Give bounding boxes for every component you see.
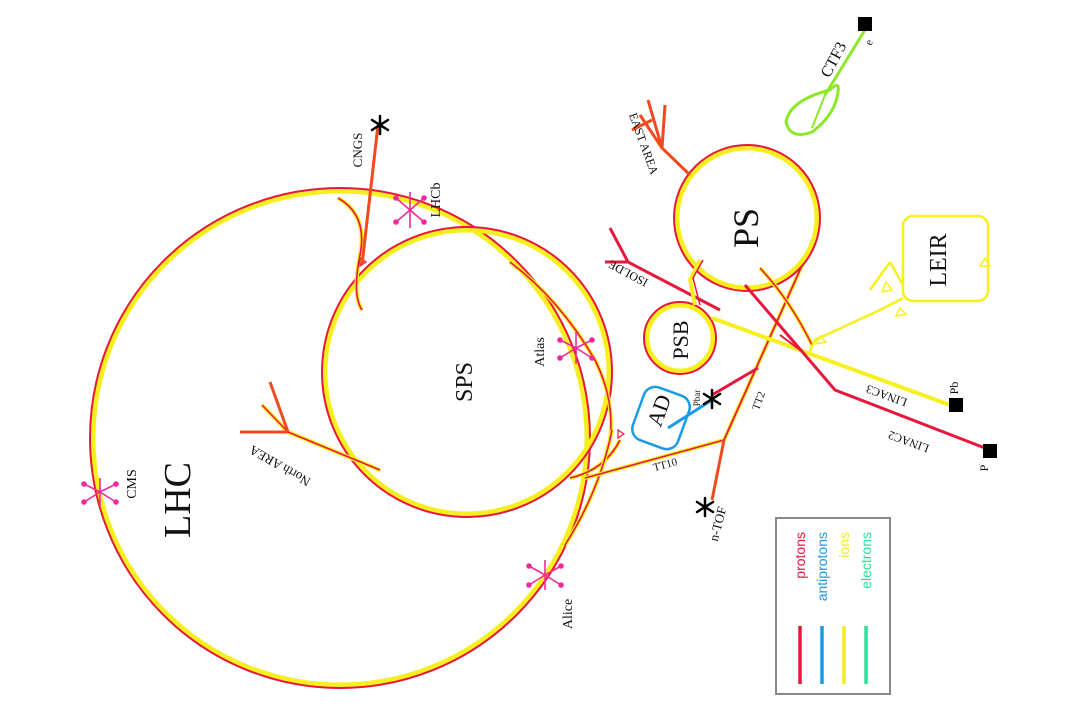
legend-frame — [775, 517, 891, 695]
sps-ring — [321, 226, 613, 518]
lhcb-detector-icon — [393, 192, 427, 228]
legend-label-ions: ions — [836, 532, 852, 558]
pb-source-marker — [949, 398, 963, 412]
leir-ring — [806, 214, 992, 356]
cngs-label: CNGS — [350, 133, 365, 168]
atlas-detector-icon — [557, 332, 595, 364]
tt10-transfer-line — [584, 438, 725, 480]
ps-label: PS — [726, 208, 766, 248]
e-label: e — [863, 38, 876, 48]
pbar-target-star — [702, 388, 722, 410]
sps-label: SPS — [452, 362, 478, 402]
psb-label: PSB — [668, 320, 693, 359]
tt2-transfer-line — [710, 251, 810, 501]
pb-label: Pb — [947, 382, 961, 395]
cms-detector-icon — [81, 478, 119, 506]
pbar-label: Pbar — [692, 390, 702, 407]
tt2-label: TT2 — [750, 390, 768, 412]
north-area-beamline — [240, 381, 381, 472]
cms-label: CMS — [125, 469, 140, 499]
ad-label: AD — [642, 391, 676, 429]
legend: protons antiprotons ions electrons — [775, 517, 891, 695]
cngs-beamline — [360, 124, 380, 266]
p-label: P — [977, 464, 991, 471]
east-area-beamline — [631, 99, 692, 177]
linac-lines — [687, 259, 991, 452]
lhc-label: LHC — [157, 462, 199, 538]
lhcb-label: LHCb — [429, 183, 444, 218]
north-area-label: North AREA — [246, 442, 313, 489]
isolde-beamline — [605, 227, 721, 312]
psb-ring — [643, 301, 717, 375]
ntof-target-star — [695, 496, 715, 518]
lhc-sps-junction-lines — [336, 196, 626, 547]
legend-label-protons: protons — [792, 532, 808, 579]
east-area-label: EAST AREA — [626, 111, 661, 177]
e-source-marker — [858, 17, 872, 31]
legend-label-electrons: electrons — [858, 532, 874, 589]
leir-label: LEIR — [926, 233, 952, 286]
alice-detector-icon — [526, 560, 564, 590]
atlas-label: Atlas — [533, 337, 548, 367]
legend-label-antiprotons: antiprotons — [814, 532, 830, 601]
p-source-marker — [983, 444, 997, 458]
ctf3-loop — [784, 24, 870, 136]
cngs-target-star — [370, 114, 390, 136]
alice-label: Alice — [561, 599, 576, 629]
legend-items: protons antiprotons ions electrons — [792, 532, 874, 684]
linac2-label: LINAC2 — [886, 428, 931, 456]
